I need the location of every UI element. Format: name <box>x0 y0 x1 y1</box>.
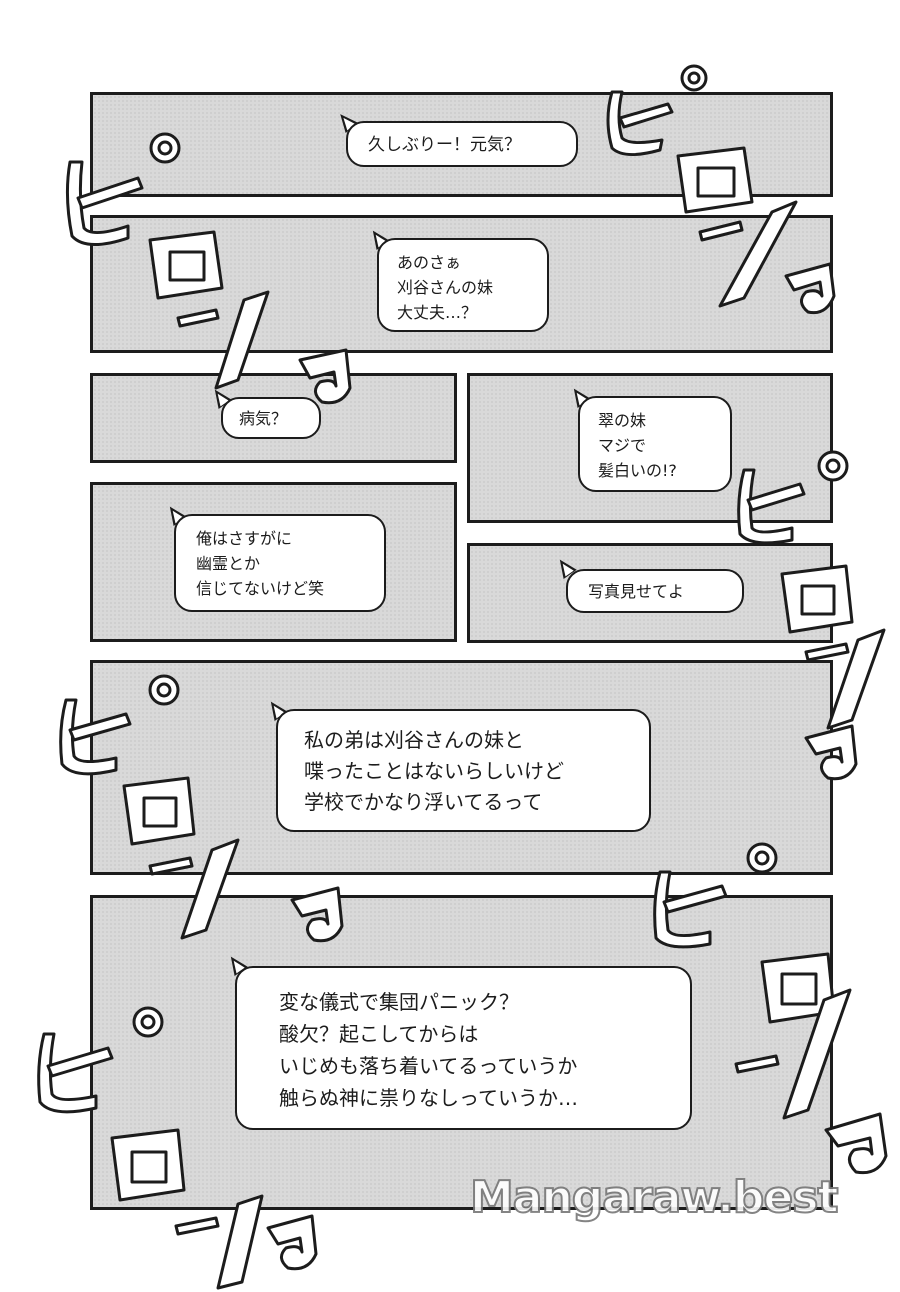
speech-bubble-4: 翠の妹 マジで 髪白いの!? <box>578 396 732 492</box>
bubble-line: いじめも落ち着いてるっていうか <box>279 1054 578 1078</box>
bubble-line: 触らぬ神に祟りなしっていうか… <box>279 1086 578 1110</box>
bubble-line: 翠の妹 <box>598 411 647 430</box>
music-note-icon <box>266 1214 318 1271</box>
bubble-line: 酸欠？起こしてからは <box>279 1022 479 1046</box>
speech-bubble-8: 変な儀式で集団パニック？ 酸欠？起こしてからは いじめも落ち着いてるっていうか … <box>235 966 692 1130</box>
music-note-icon <box>824 1112 888 1175</box>
panel-5 <box>90 482 457 642</box>
bubble-line: 髪白いの!? <box>598 461 677 480</box>
bubble-line: 幽霊とか <box>196 554 261 573</box>
speech-bubble-2: あのさぁ 刈谷さんの妹 大丈夫…？ <box>377 238 549 332</box>
bubble-line: 写真見せてよ <box>588 582 685 601</box>
speech-bubble-7: 私の弟は刈谷さんの妹と 喋ったことはないらしいけど 学校でかなり浮いてるって <box>276 709 651 832</box>
bubble-line: 大丈夫…？ <box>397 303 478 322</box>
bubble-line: 私の弟は刈谷さんの妹と <box>304 728 524 752</box>
speech-bubble-5: 俺はさすがに 幽霊とか 信じてないけど笑 <box>174 514 386 612</box>
bubble-line: あのさぁ <box>397 253 462 272</box>
bubble-line: マジで <box>598 436 647 455</box>
speech-bubble-6: 写真見せてよ <box>566 569 744 613</box>
bubble-line: 俺はさすがに <box>196 529 293 548</box>
bubble-line: 病気？ <box>239 409 288 428</box>
bubble-line: 喋ったことはないらしいけど <box>304 759 564 783</box>
watermark: Mangaraw.best <box>469 1171 839 1224</box>
bubble-line: 変な儀式で集団パニック？ <box>279 990 519 1014</box>
bubble-line: 久しぶりー！元気？ <box>368 135 521 155</box>
bubble-line: 学校でかなり浮いてるって <box>304 790 543 814</box>
bubble-line: 信じてないけど笑 <box>196 579 325 598</box>
bubble-line: 刈谷さんの妹 <box>397 278 494 297</box>
speech-bubble-3: 病気？ <box>221 397 321 439</box>
speech-bubble-1: 久しぶりー！元気？ <box>346 121 578 167</box>
